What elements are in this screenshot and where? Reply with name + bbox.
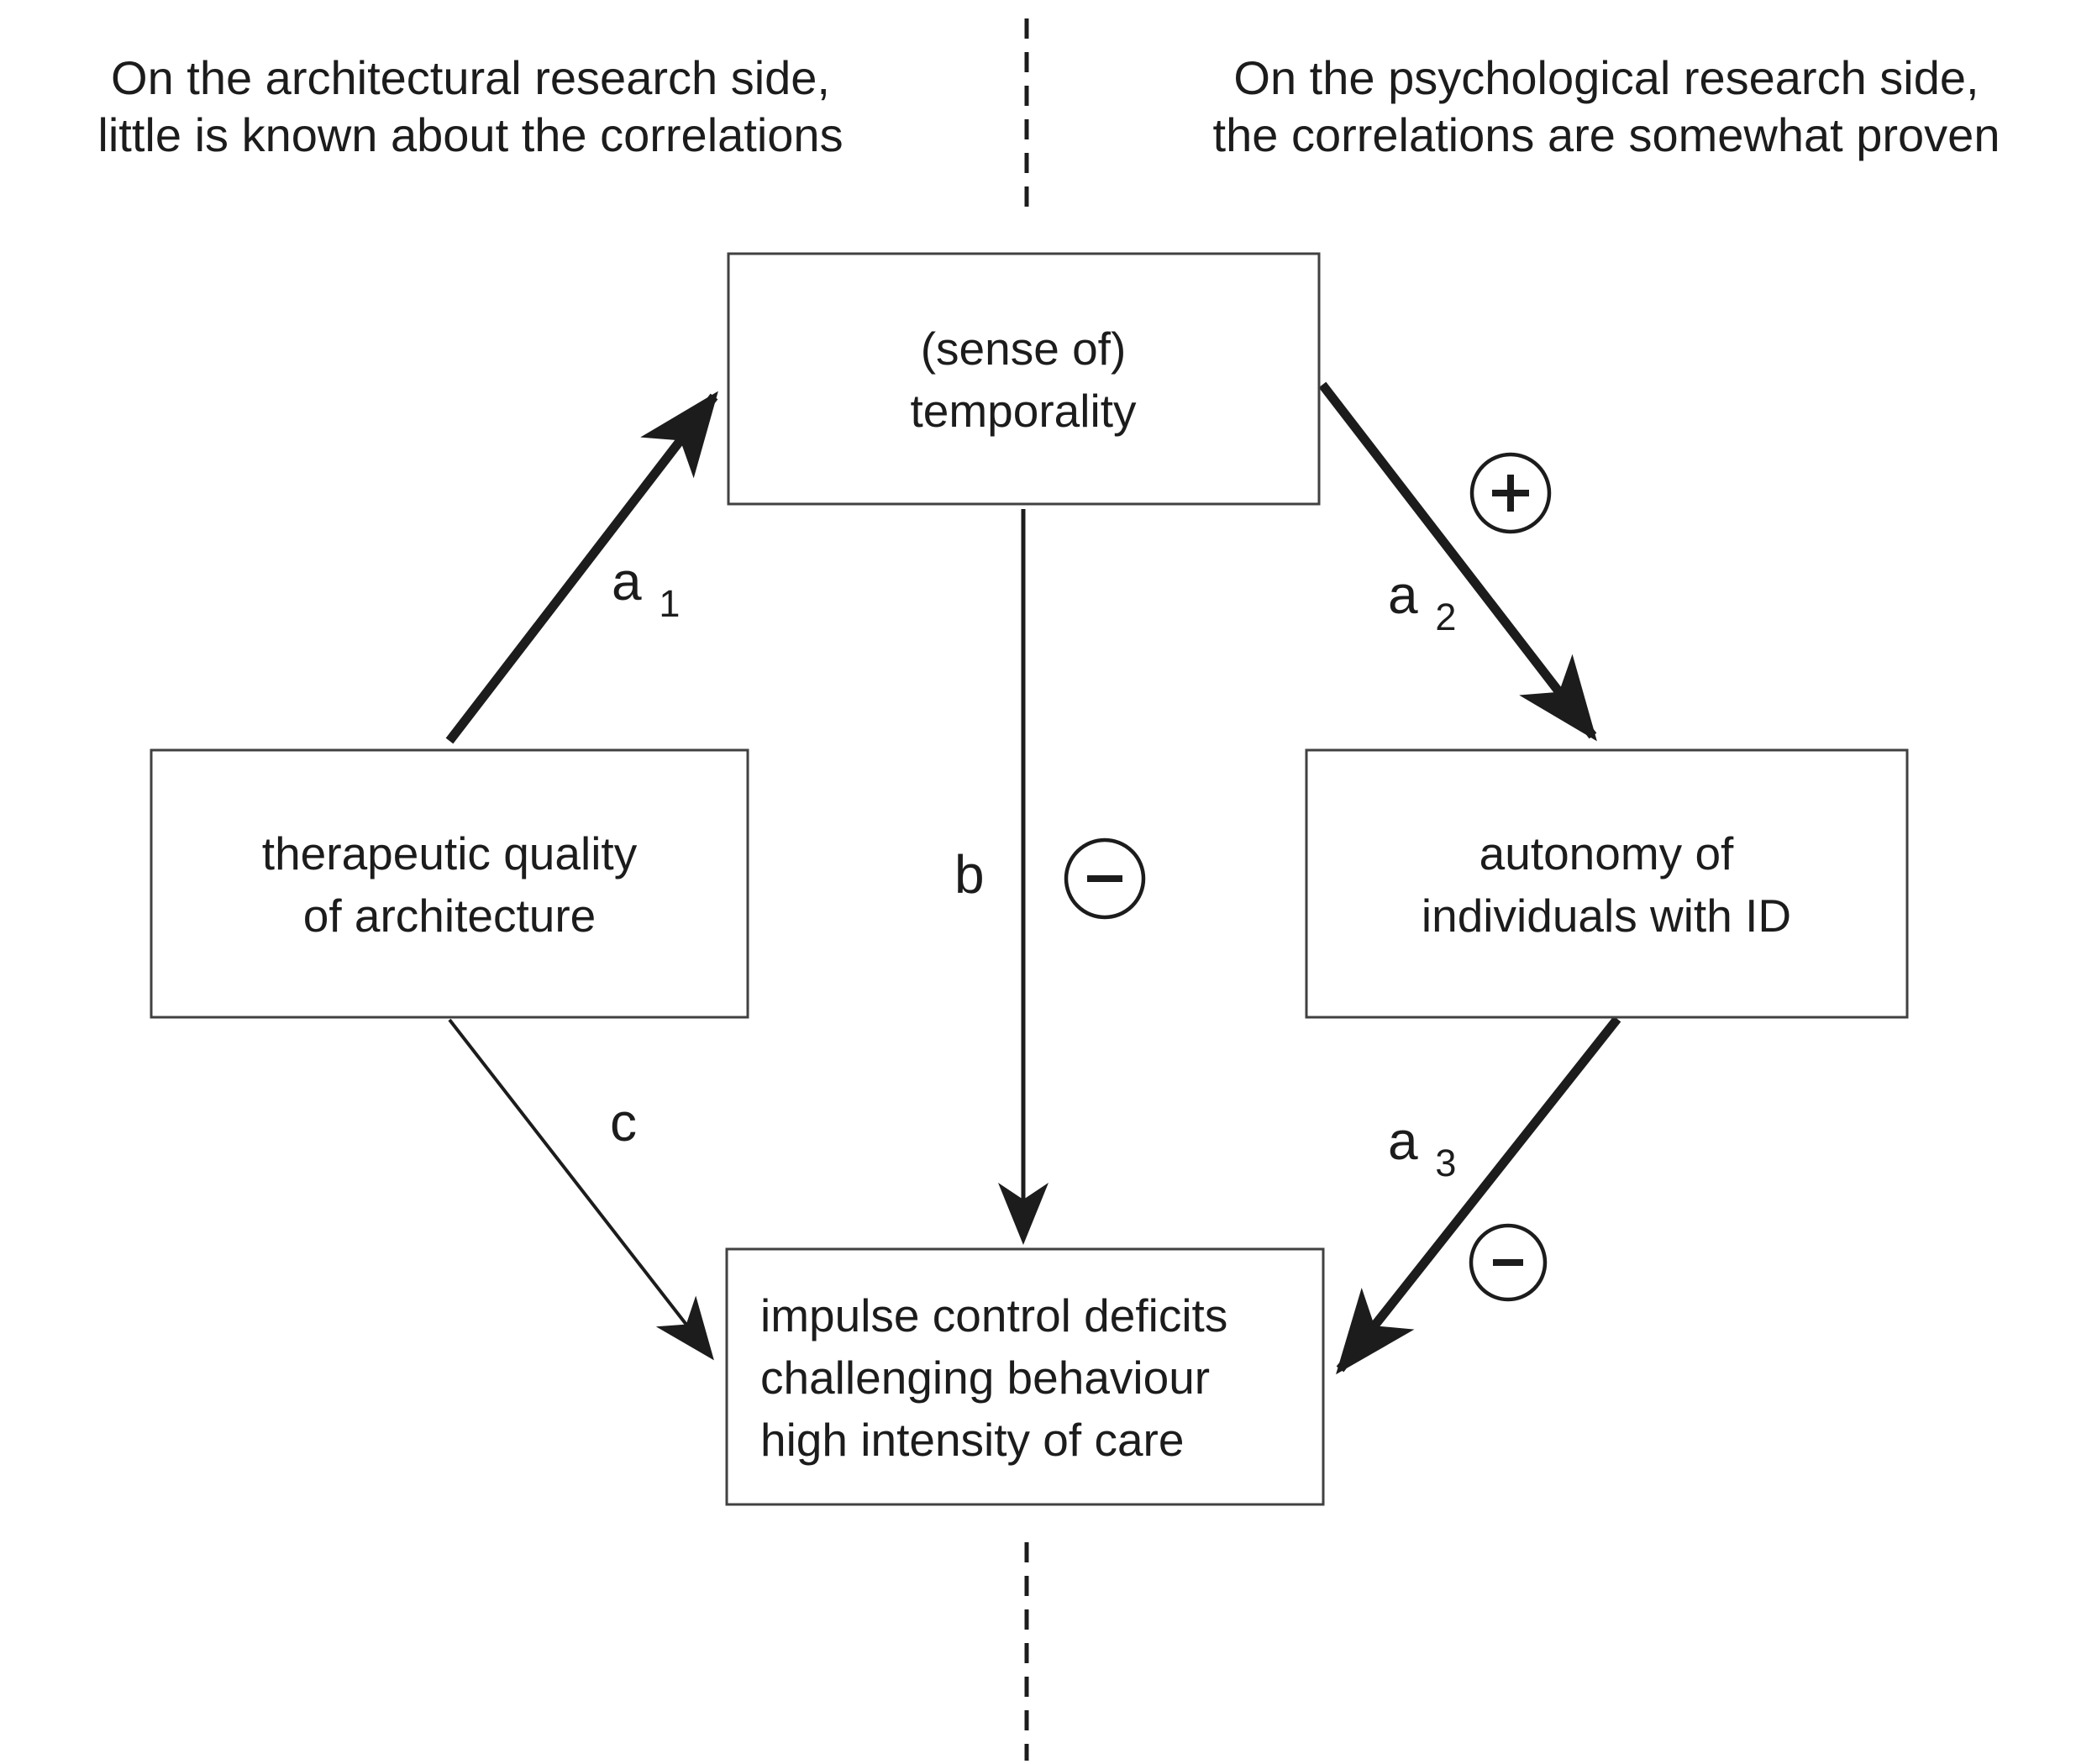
autonomy-node-line2: individuals with ID	[1422, 890, 1791, 942]
path-a2-arrow	[1318, 381, 1597, 742]
outcomes-node-box	[725, 1247, 1325, 1506]
caption-architectural-line1: On the architectural research side,	[111, 51, 830, 104]
path-a2-label-sub: 2	[1435, 596, 1456, 638]
b-negative-sign-badge	[1064, 837, 1146, 920]
path-c-label: c	[610, 1092, 637, 1152]
caption-psychological-line1: On the psychological research side,	[1233, 51, 1979, 104]
temporality-node-line2: temporality	[911, 385, 1137, 437]
path-a1-label-sub: 1	[659, 582, 680, 625]
outcomes-node-line3: high intensity of care	[760, 1414, 1184, 1466]
path-c-arrow	[448, 1018, 714, 1361]
c-arrow-line	[448, 1018, 714, 1361]
autonomy-node-line1: autonomy of	[1479, 827, 1734, 879]
path-b-label: b	[954, 844, 985, 905]
path-a3-label-sub: 3	[1435, 1142, 1456, 1184]
a3-arrow-line	[1336, 1016, 1621, 1375]
path-a1-arrow	[445, 391, 718, 744]
autonomy-node-box	[1305, 748, 1909, 1019]
architecture-quality-node-line2: of architecture	[303, 890, 597, 942]
caption-architectural-side: On the architectural research side, litt…	[97, 51, 843, 161]
outcomes-node-line1: impulse control deficits	[760, 1289, 1227, 1341]
architecture-quality-node-line1: therapeutic quality	[262, 827, 638, 879]
path-a3-arrow	[1336, 1016, 1621, 1375]
outcomes-node: impulse control deficits challenging beh…	[725, 1247, 1325, 1506]
path-a1-label-base: a	[612, 551, 642, 612]
temporality-node-box	[727, 252, 1321, 506]
path-a1-label: a 1	[612, 551, 680, 625]
autonomy-node: autonomy of individuals with ID	[1305, 748, 1909, 1019]
path-a2-label-base: a	[1388, 564, 1418, 625]
a2-arrow-line	[1318, 381, 1597, 742]
a1-arrow-line	[445, 391, 718, 744]
a2-positive-sign-badge	[1469, 452, 1552, 534]
path-a3-label: a 3	[1388, 1110, 1456, 1184]
architecture-quality-node-box	[150, 748, 749, 1019]
temporality-node: (sense of) temporality	[727, 252, 1321, 506]
path-a2-label: a 2	[1388, 564, 1456, 638]
path-a3-label-base: a	[1388, 1110, 1418, 1171]
plus-sign-icon	[1492, 475, 1529, 512]
caption-psychological-side: On the psychological research side, the …	[1213, 51, 2000, 161]
outcomes-node-line2: challenging behaviour	[760, 1352, 1210, 1404]
a3-negative-sign-badge	[1469, 1223, 1548, 1302]
caption-psychological-line2: the correlations are somewhat proven	[1213, 108, 2000, 161]
caption-architectural-line2: little is known about the correlations	[97, 108, 843, 161]
architecture-quality-node: therapeutic quality of architecture	[150, 748, 749, 1019]
temporality-node-line1: (sense of)	[921, 323, 1127, 375]
